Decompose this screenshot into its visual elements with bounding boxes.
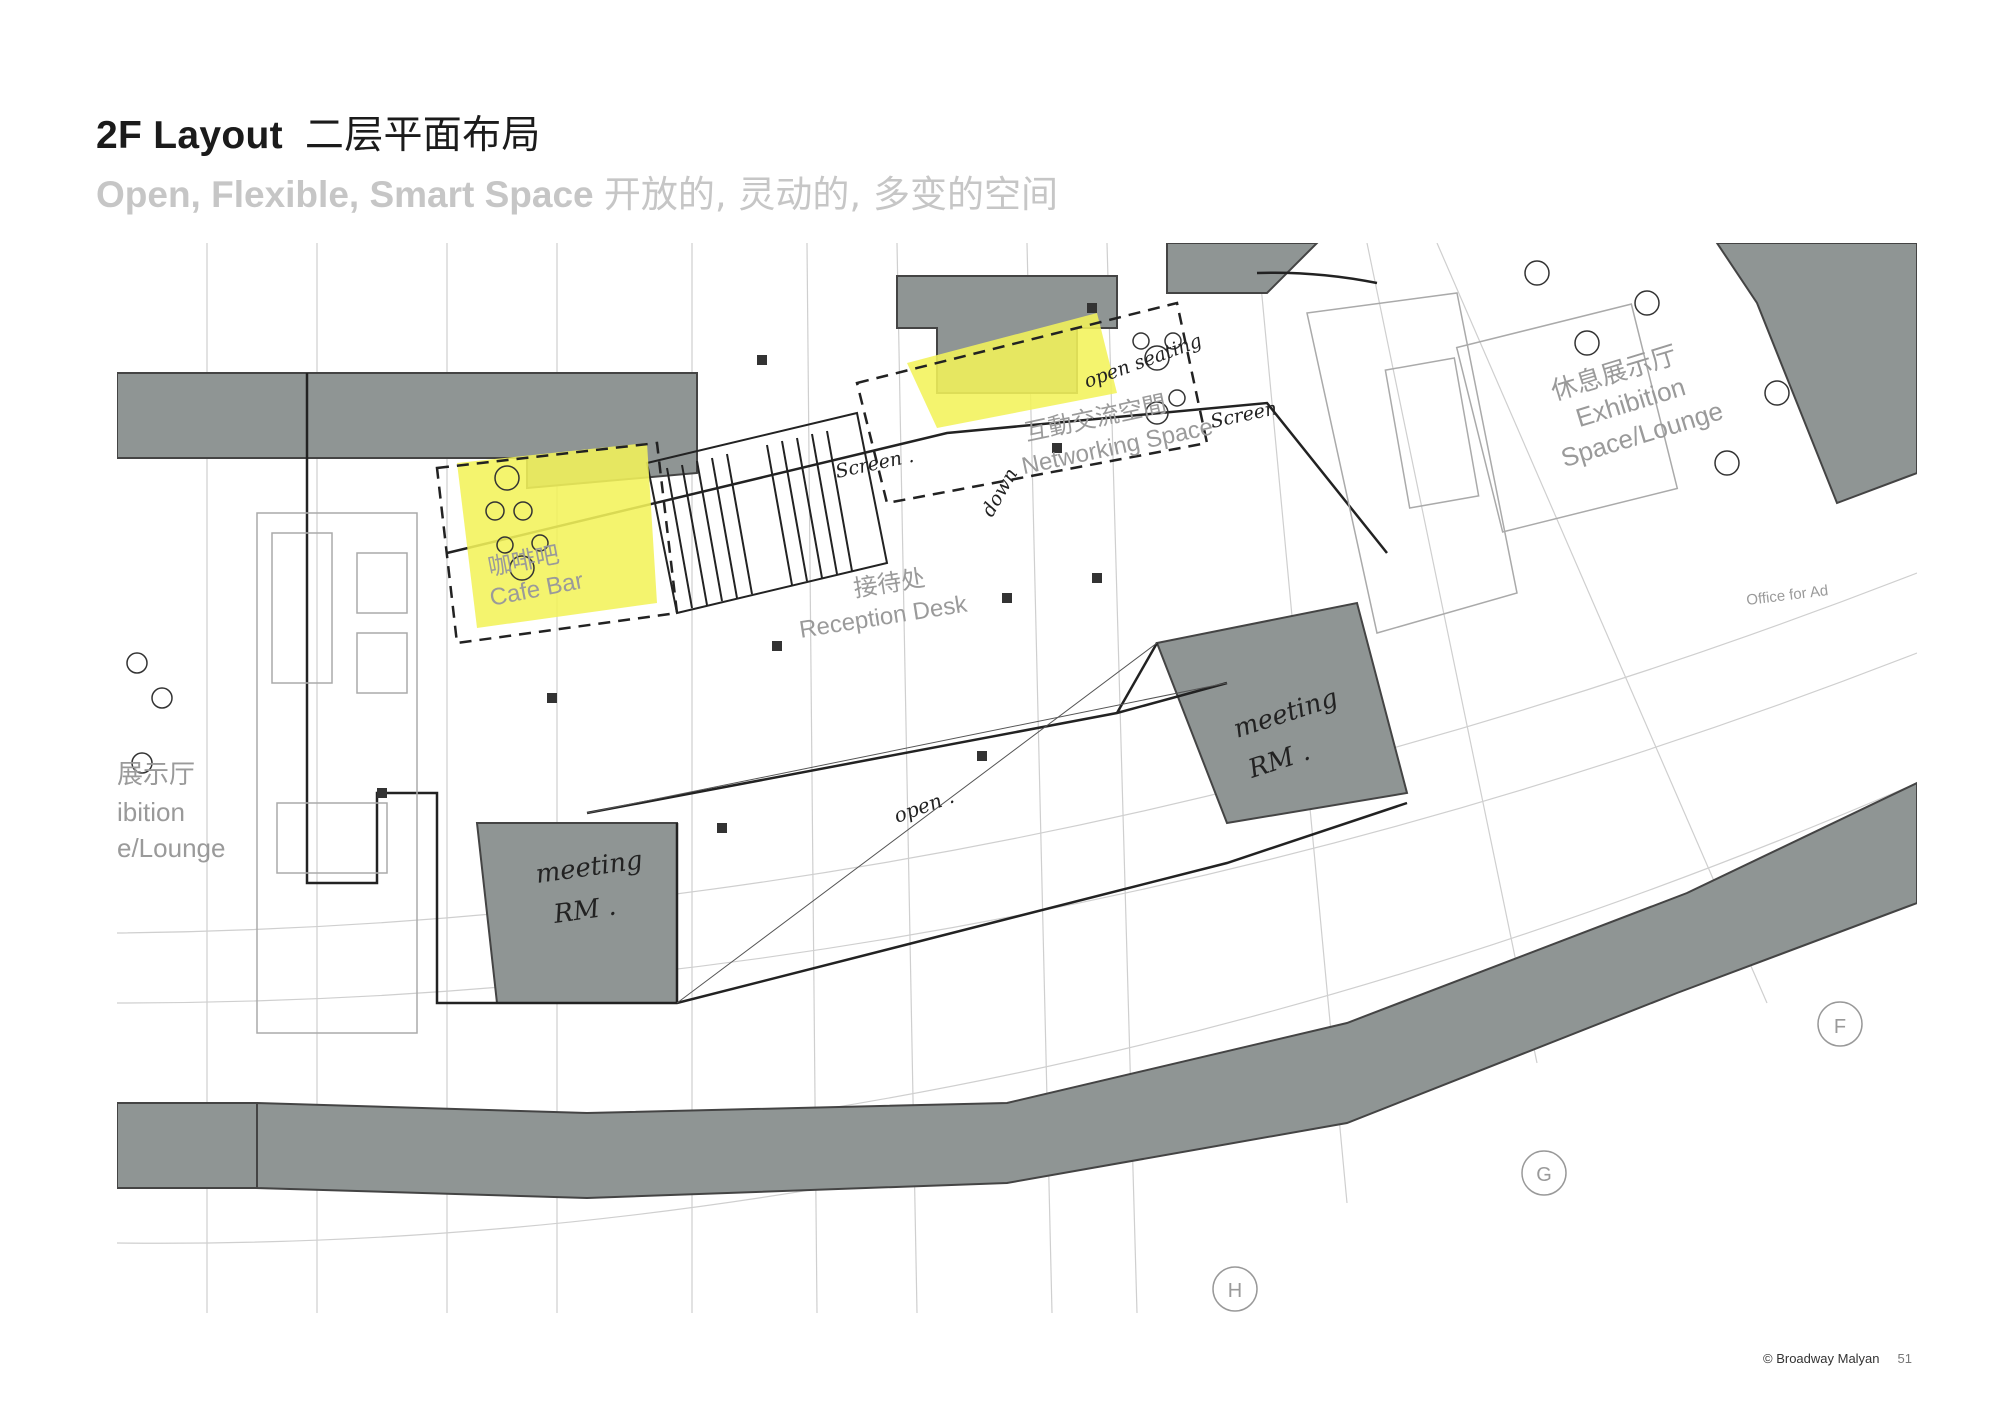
- page-number: 51: [1897, 1351, 1912, 1366]
- title-block: 2F Layout 二层平面布局 Open, Flexible, Smart Sp…: [96, 104, 1058, 218]
- grid-f-label: F: [1834, 1016, 1846, 1038]
- page-subtitle: Open, Flexible, Smart Space 开放的, 灵动的, 多变…: [96, 164, 1058, 218]
- grid-bubbles: [1212, 1001, 1863, 1312]
- grid-marker-h: [1212, 1266, 1258, 1312]
- building-outline: [305, 271, 1408, 1005]
- central-stair: [645, 411, 889, 615]
- grid-h-label: H: [1228, 1280, 1242, 1302]
- right-service-core: [1306, 292, 1679, 634]
- exhibition-left-label-en1: ibition: [117, 797, 185, 827]
- open-void: [586, 642, 1228, 1004]
- copyright-text: © Broadway Malyan: [1763, 1351, 1880, 1366]
- exhibition-left-label-en2: e/Lounge: [117, 833, 225, 863]
- exhibition-left-label-cn: 展示厅: [117, 760, 195, 790]
- title-en: 2F Layout: [96, 114, 283, 157]
- column-markers: [377, 303, 1102, 833]
- footer: © Broadway Malyan 51: [1763, 1351, 1912, 1366]
- reception-label-en: Reception Desk: [797, 590, 970, 643]
- furniture: [126, 260, 1790, 774]
- grid-marker-g: [1521, 1150, 1567, 1196]
- facade-blocks: [117, 243, 1917, 1200]
- open-void-note: open .: [891, 784, 958, 828]
- title-cn: 二层平面布局: [304, 113, 541, 158]
- zone-boundaries: [435, 301, 1209, 645]
- subtitle-cn: 开放的, 灵动的, 多变的空间: [603, 173, 1058, 216]
- left-service-core: [256, 512, 418, 1034]
- down-note: down: [977, 464, 1022, 520]
- page-title: 2F Layout 二层平面布局: [96, 104, 1058, 160]
- grid-marker-f: [1817, 1001, 1863, 1047]
- subtitle-en: Open, Flexible, Smart Space: [96, 174, 594, 215]
- grid-g-label: G: [1536, 1164, 1552, 1186]
- screen-note-2: Screen: [1208, 397, 1279, 433]
- floor-plan-drawing: F G H 咖啡吧 Cafe Bar 接待处 Reception Desk 互動…: [117, 243, 1917, 1313]
- office-label: Office for Ad: [1745, 582, 1829, 609]
